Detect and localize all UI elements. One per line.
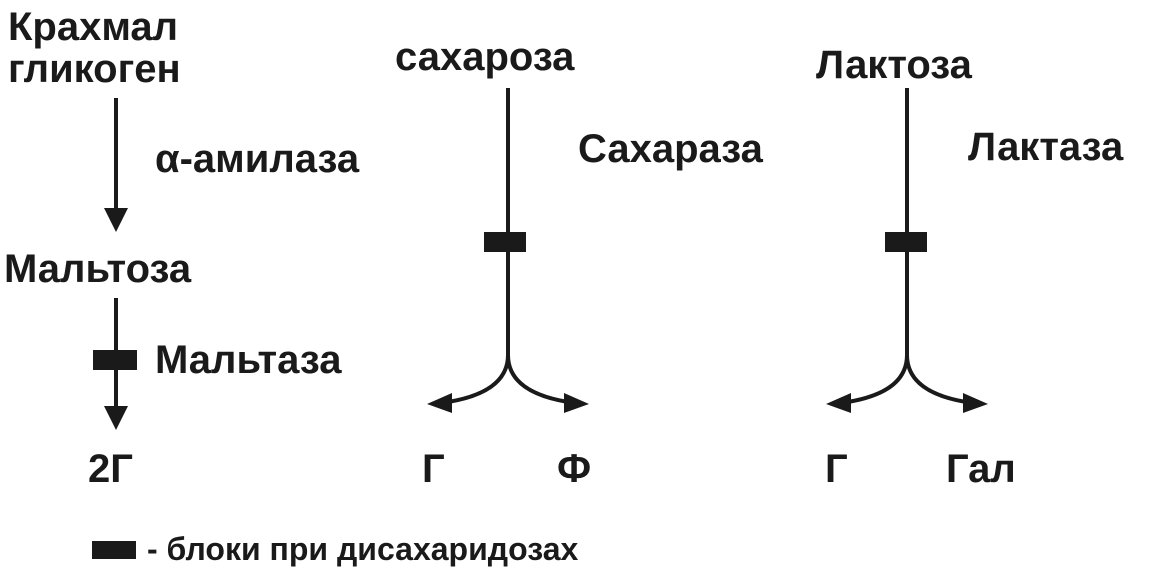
- glycogen-label: гликоген: [8, 47, 181, 91]
- legend-block-swatch: [92, 541, 136, 559]
- lactose-left-branch: [847, 354, 909, 404]
- lactase-block-marker: [885, 232, 927, 252]
- lactose-product-glucose: Г: [825, 447, 848, 491]
- maltose-label: Мальтоза: [4, 247, 192, 291]
- two-glucose-label: 2Г: [88, 447, 133, 491]
- sucrose-right-branch: [506, 354, 569, 404]
- maltase-label: Мальтаза: [155, 338, 342, 382]
- sucrose-left-arrowhead: [427, 393, 452, 413]
- sucrose-label: сахароза: [395, 35, 575, 79]
- sucrose-left-branch: [447, 354, 510, 404]
- maltase-block-marker: [93, 350, 137, 370]
- sucrase-label: Сахараза: [578, 127, 764, 171]
- lactose-label: Лактоза: [816, 43, 973, 87]
- legend-text: - блоки при дисахаридозах: [147, 531, 578, 567]
- alpha-amylase-label: α-амилаза: [155, 137, 360, 181]
- starch-label: Крахмал: [8, 5, 178, 49]
- lactose-left-arrowhead: [826, 393, 851, 413]
- sucrose-right-arrowhead: [564, 393, 589, 413]
- lactose-right-branch: [905, 354, 967, 404]
- starch-to-maltose-arrowhead: [104, 208, 128, 232]
- alpha-symbol: α: [155, 137, 180, 181]
- lactase-label: Лактаза: [968, 125, 1124, 169]
- lactose-right-arrowhead: [963, 393, 988, 413]
- sucrose-product-glucose: Г: [422, 447, 445, 491]
- maltose-to-glucose-arrowhead: [104, 406, 128, 430]
- sucrose-product-fructose: Ф: [557, 447, 591, 491]
- amylase-text: -амилаза: [180, 137, 360, 181]
- sucrase-block-marker: [484, 232, 526, 252]
- lactose-product-galactose: Гал: [946, 447, 1016, 491]
